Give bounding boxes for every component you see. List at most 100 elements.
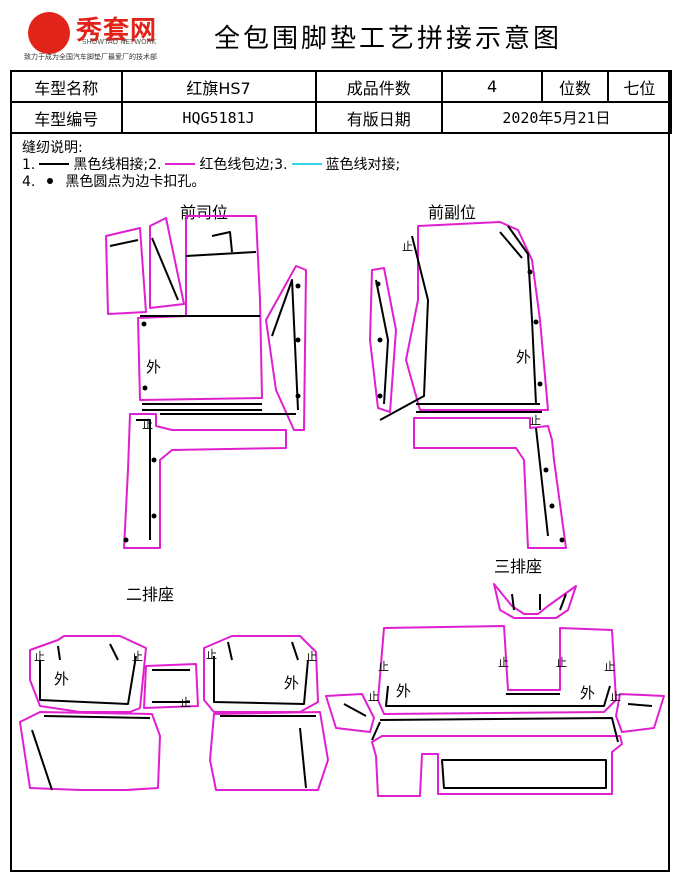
blue-line-sample <box>291 163 322 165</box>
red-line-sample <box>165 163 196 165</box>
sewing-notes: 缝纫说明: 1.黑色线相接;2.红色线包边;3.蓝色线对接; 4.黑色圆点为边卡… <box>22 140 400 191</box>
clip-hole <box>549 503 555 509</box>
note-4-text: 黑色圆点为边卡扣孔。 <box>65 174 206 190</box>
second-row-center-piece <box>143 663 199 709</box>
stop-mark: 止 <box>132 650 143 663</box>
info-row-2: 车型编号 HQG5181J 有版日期 2020年5月21日 <box>10 101 673 134</box>
outer-mark: 外 <box>146 358 161 376</box>
outer-mark: 外 <box>284 674 299 692</box>
clip-hole <box>295 393 301 399</box>
notes-line-1: 1.黑色线相接;2.红色线包边;3.蓝色线对接; <box>22 157 400 174</box>
clip-hole <box>151 457 157 463</box>
notes-heading: 缝纫说明: <box>22 140 83 156</box>
outer-mark: 外 <box>54 670 69 688</box>
driver-mid-flap <box>149 217 185 309</box>
brand-sub: SHOWTAO NETWORK <box>82 38 157 46</box>
dot-sample-icon <box>47 178 54 184</box>
section-passenger: 前副位 <box>428 203 477 222</box>
clip-hole <box>295 283 301 289</box>
stop-mark: 止 <box>34 650 45 663</box>
label-model-name: 车型名称 <box>10 70 123 103</box>
value-model-name: 红旗HS7 <box>120 70 317 103</box>
stop-mark: 止 <box>530 414 541 427</box>
section-third-row: 三排座 <box>494 557 543 576</box>
stop-mark: 止 <box>498 656 509 669</box>
note-2-num: 2. <box>148 157 162 173</box>
section-driver: 前司位 <box>180 203 229 222</box>
driver-inner-seam <box>109 231 299 411</box>
stop-mark: 止 <box>556 656 567 669</box>
clip-hole <box>377 337 383 343</box>
third-row-seams <box>343 593 653 789</box>
stop-mark: 止 <box>142 418 153 431</box>
third-row-left-seat <box>377 625 617 715</box>
brand-name: 秀套网 <box>76 16 158 46</box>
stop-mark: 止 <box>402 240 413 253</box>
clip-hole <box>141 321 147 327</box>
second-row-left-lower <box>19 711 161 791</box>
note-1-text: 黑色线相接; <box>73 157 149 173</box>
driver-bottom-piece <box>123 413 287 549</box>
clip-hole <box>142 385 148 391</box>
section-second-row: 二排座 <box>126 585 175 604</box>
label-seats: 位数 <box>541 70 609 103</box>
passenger-side-panel <box>369 267 397 413</box>
third-row-side-left <box>325 693 375 733</box>
stop-mark: 止 <box>610 690 621 703</box>
value-pattern-date: 2020年5月21日 <box>440 101 673 134</box>
clip-hole <box>533 319 539 325</box>
brand-logo: 秀套网 SHOWTAO NETWORK 致力于成为全国汽车脚垫厂最爱厂的技术部 <box>18 8 168 61</box>
stop-mark: 止 <box>604 660 615 673</box>
label-model-code: 车型编号 <box>10 101 123 134</box>
black-line-sample <box>39 163 70 165</box>
clip-hole <box>295 337 301 343</box>
passenger-mat <box>369 221 567 549</box>
passenger-inner-seam <box>375 225 542 421</box>
info-table: 车型名称 红旗HS7 成品件数 4 位数 七位 车型编号 HQG5181J 有版… <box>10 70 673 134</box>
second-row-right-piece <box>203 635 319 713</box>
passenger-bottom-piece <box>413 417 567 549</box>
driver-marks <box>123 283 301 543</box>
second-row-mat <box>19 635 329 791</box>
page-title: 全包围脚垫工艺拼接示意图 <box>214 24 563 54</box>
label-piece-count: 成品件数 <box>314 70 443 103</box>
clip-hole <box>123 537 129 543</box>
brand-slogan: 致力于成为全国汽车脚垫厂最爱厂的技术部 <box>24 53 157 61</box>
clip-hole <box>151 513 157 519</box>
note-2-text: 红色线包边; <box>199 157 275 173</box>
logo-icon <box>28 12 70 54</box>
clip-hole <box>377 393 383 399</box>
second-row-seams <box>31 641 316 791</box>
third-row-side-right <box>615 693 665 733</box>
outer-mark: 外 <box>396 682 411 700</box>
stop-mark: 止 <box>306 650 317 663</box>
stop-mark: 止 <box>368 690 379 703</box>
stop-mark: 止 <box>206 648 217 661</box>
driver-side-panel <box>265 265 307 431</box>
outer-mark: 外 <box>580 684 595 702</box>
note-3-text: 蓝色线对接; <box>325 157 401 173</box>
driver-bottom-seam <box>136 413 296 540</box>
note-4-num: 4. <box>22 174 36 190</box>
label-pattern-date: 有版日期 <box>314 101 443 134</box>
second-row-right-lower <box>209 711 329 791</box>
third-row-mat <box>325 583 665 797</box>
value-model-code: HQG5181J <box>120 101 317 134</box>
clip-hole <box>537 381 543 387</box>
third-row-bottom-piece <box>371 735 623 797</box>
notes-line-2: 4. 黑色圆点为边卡扣孔。 <box>22 174 400 191</box>
clip-hole <box>527 269 533 275</box>
info-row-1: 车型名称 红旗HS7 成品件数 4 位数 七位 <box>10 70 673 103</box>
driver-left-flap <box>105 227 147 315</box>
clip-hole <box>559 537 565 543</box>
clip-hole <box>543 467 549 473</box>
driver-mat <box>105 215 307 549</box>
second-row-left-piece <box>29 635 147 713</box>
note-1-num: 1. <box>22 157 36 173</box>
value-piece-count: 4 <box>440 70 544 103</box>
text-marks: 外 外 外 外 外 外 止 止 止 止 止 止 止 止 止 止 止 止 止 止 <box>34 240 621 709</box>
outer-mark: 外 <box>516 348 531 366</box>
passenger-marks <box>375 269 565 543</box>
third-row-top-piece <box>493 583 577 619</box>
